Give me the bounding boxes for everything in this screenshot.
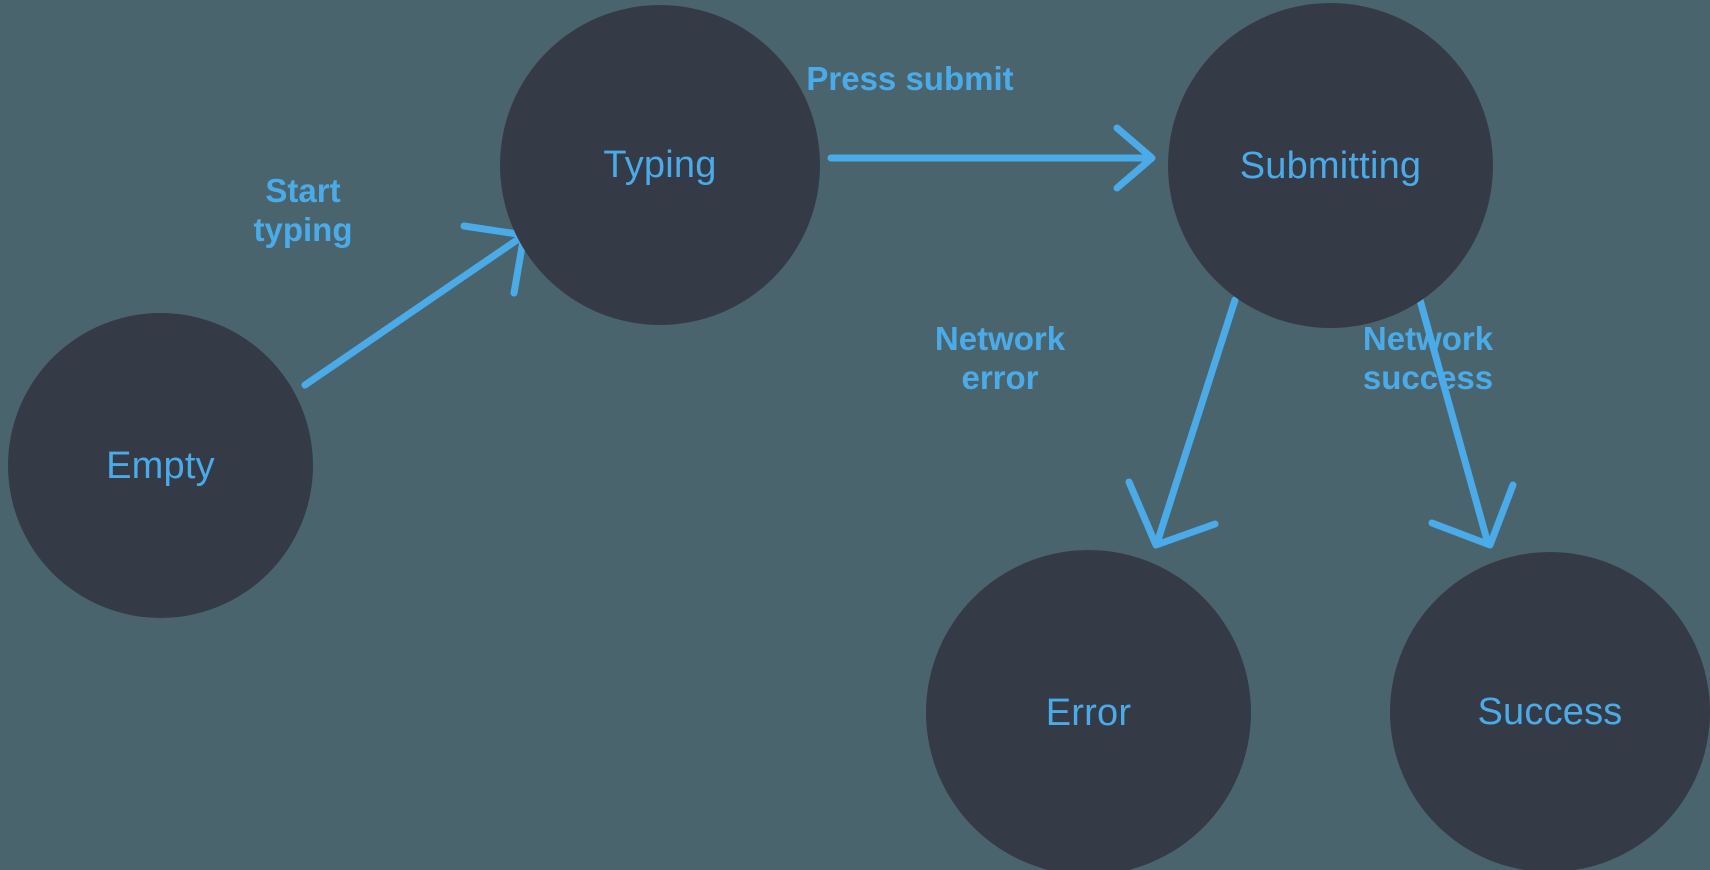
transition-label-network-error: Network error [934,320,1066,396]
state-node-success[interactable]: Success [1390,552,1710,870]
state-label-submitting: Submitting [1239,144,1422,187]
state-node-error[interactable]: Error [926,550,1251,870]
arrow-network-error [1125,296,1239,549]
state-label-success: Success [1477,691,1623,733]
state-label-typing: Typing [603,144,717,186]
state-node-submitting[interactable]: Submitting [1168,3,1493,328]
transition-label-press-submit: Press submit [806,60,1014,97]
transition-label-network-success: Network success [1362,320,1494,396]
state-node-empty[interactable]: Empty [8,313,313,618]
state-label-error: Error [1045,691,1132,734]
transition-label-start-typing: Start typing [253,172,353,248]
state-label-empty: Empty [106,444,215,487]
arrow-press-submit [827,124,1156,192]
state-node-typing[interactable]: Typing [500,5,820,325]
